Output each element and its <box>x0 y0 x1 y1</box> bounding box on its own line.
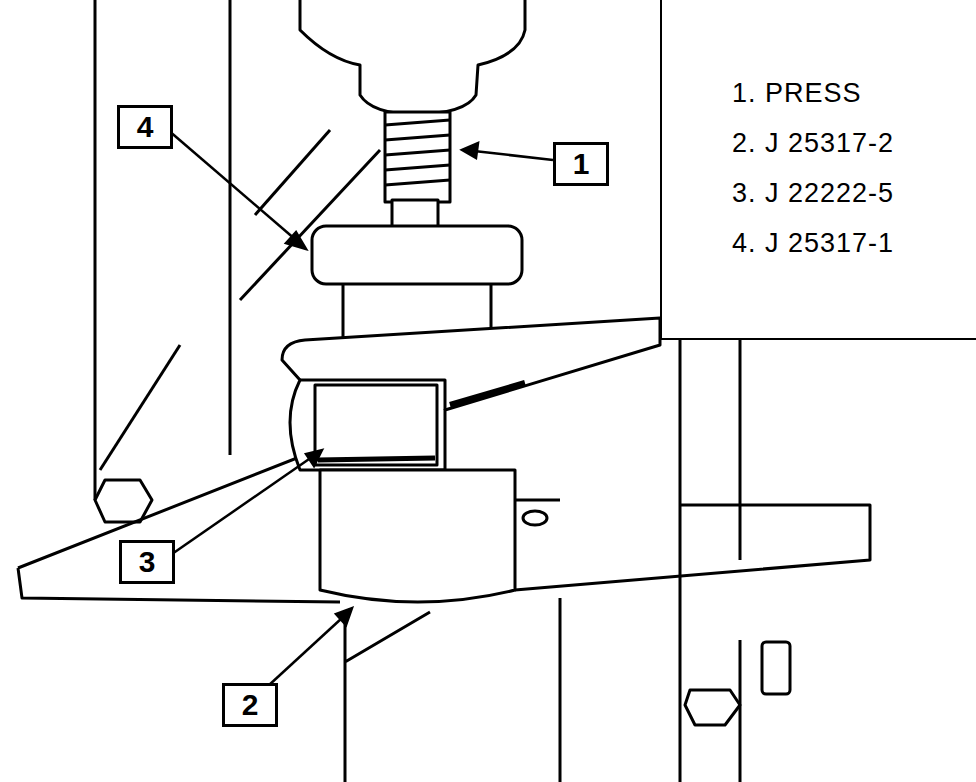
leader-line <box>474 151 553 160</box>
callout-number: 3 <box>139 547 156 577</box>
callout-number: 1 <box>573 149 590 179</box>
arrowhead <box>286 232 306 249</box>
tool-j22222-5-edge <box>318 458 435 460</box>
press-ram <box>300 0 525 114</box>
press-tooling <box>282 0 660 602</box>
arrowhead <box>462 143 478 158</box>
leader-lines <box>168 130 553 686</box>
key-entry: 4. J 25317-1 <box>732 228 894 259</box>
frame-column <box>739 340 742 560</box>
tool-j25317-2 <box>320 470 515 602</box>
arrowhead <box>336 608 352 625</box>
tool-j25317-1-cap <box>312 226 522 284</box>
bed-hole <box>523 511 547 525</box>
frame-strut <box>255 130 330 215</box>
key-panel: 1. PRESS 2. J 25317-2 3. J 22222-5 4. J 253… <box>660 0 976 340</box>
clamp-nut <box>685 690 740 725</box>
key-entry: 2. J 25317-2 <box>732 128 894 159</box>
shaft-thread <box>385 120 450 185</box>
support-plate <box>282 318 660 470</box>
bed-post <box>762 642 790 694</box>
key-entry: 3. J 22222-5 <box>732 178 894 209</box>
plate-highlight <box>450 383 525 405</box>
callout-number: 2 <box>242 690 259 720</box>
leader-line <box>268 618 342 686</box>
frame-column <box>229 0 232 455</box>
frame-column <box>94 0 97 500</box>
callout-number: 4 <box>137 112 154 142</box>
leader-line <box>172 457 312 554</box>
key-entry: 1. PRESS <box>732 78 862 109</box>
callout-box: 1 <box>553 142 609 186</box>
tool-j22222-5 <box>315 385 437 465</box>
frame-nut <box>95 480 152 522</box>
frame-strut <box>100 345 180 470</box>
bed-support <box>345 598 560 782</box>
frame-column <box>679 340 682 782</box>
callout-box: 4 <box>117 105 173 149</box>
frame-column <box>739 640 742 782</box>
leader-line <box>168 130 296 240</box>
callout-box: 2 <box>222 683 278 727</box>
press-bed <box>18 445 870 602</box>
callout-box: 3 <box>119 540 175 584</box>
arrowhead <box>306 450 322 466</box>
threaded-shaft <box>385 112 450 202</box>
